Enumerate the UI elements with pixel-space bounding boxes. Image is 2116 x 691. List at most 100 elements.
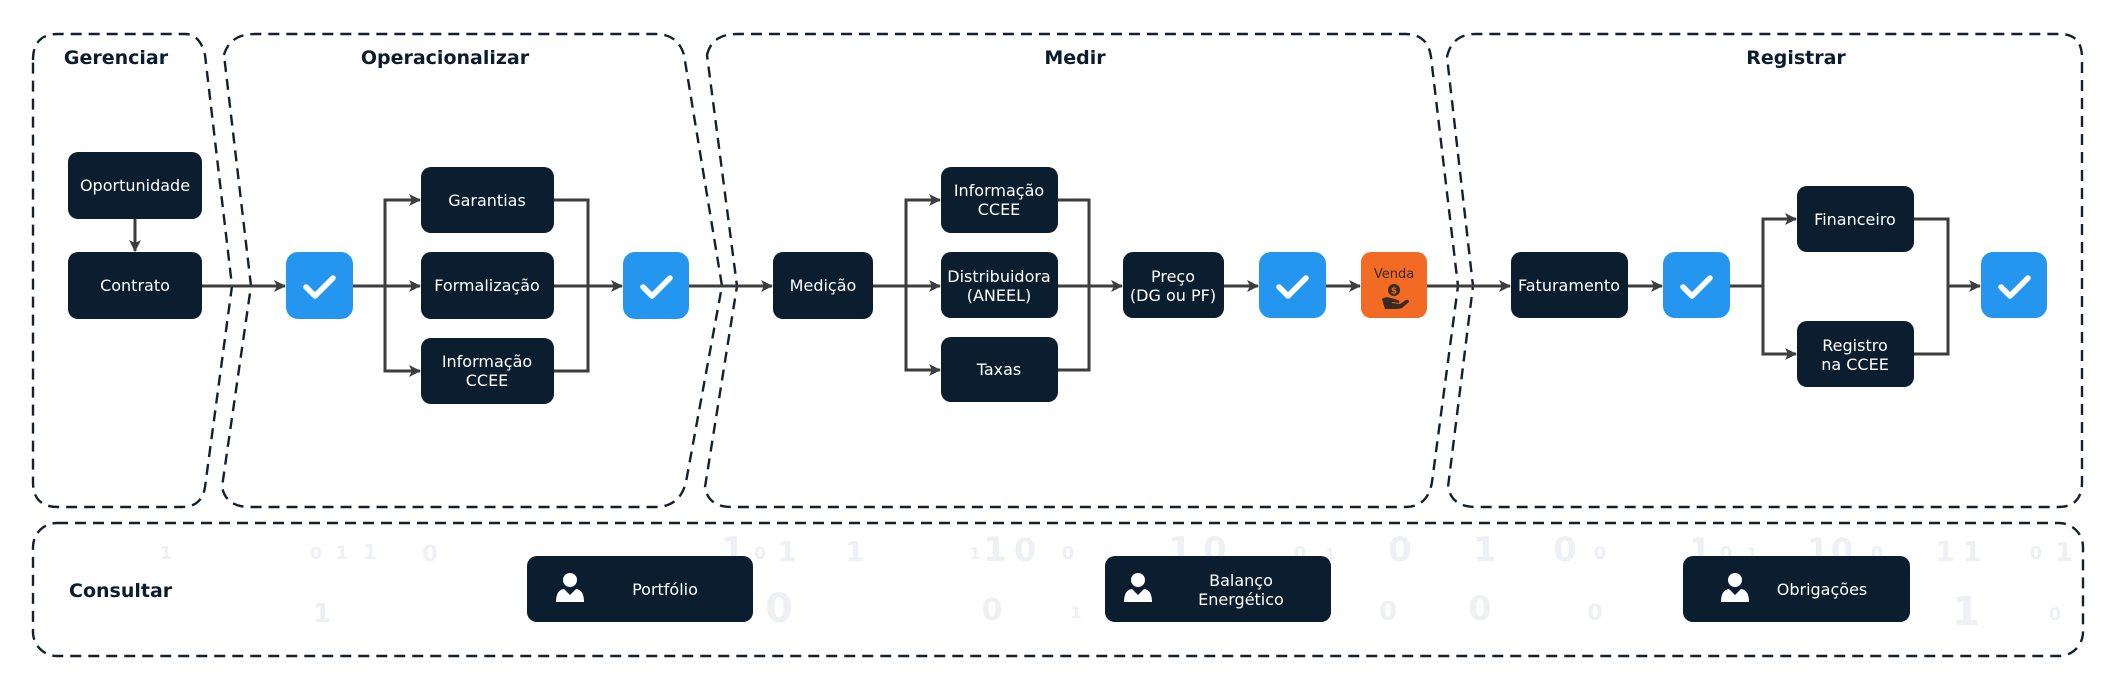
panel-title-gerenciar: Gerenciar	[64, 47, 169, 69]
node-preco[interactable]: Preço (DG ou PF)	[1123, 252, 1224, 318]
checkpoint-4[interactable]	[1663, 252, 1730, 318]
watermark-digit: 1	[777, 535, 796, 568]
checkpoint-5[interactable]	[1981, 252, 2047, 318]
button-label-line-2: Energético	[1198, 590, 1284, 609]
person-icon	[1124, 573, 1152, 602]
watermark-digit: 1	[1935, 535, 1954, 568]
panel-title-registrar: Registrar	[1746, 47, 1846, 69]
watermark-digit: 0	[1468, 589, 1492, 629]
watermark-digit: 0	[1379, 597, 1397, 627]
button-label: Obrigações	[1777, 580, 1868, 599]
node-distribuidora[interactable]: Distribuidora (ANEEL)	[941, 252, 1058, 318]
panel-medir-border	[703, 32, 1460, 509]
panel-consultar-border	[31, 521, 2085, 658]
connector-registrar-merge	[1914, 217, 1950, 356]
watermark-digit: 0	[422, 542, 437, 567]
node-informacao-ccee-1[interactable]: Informação CCEE	[421, 338, 554, 404]
watermark-digit: 1	[1962, 535, 1981, 568]
watermark-digit: 0	[2030, 543, 2043, 564]
connectors	[129, 194, 1981, 377]
watermark-digit: 1	[969, 544, 980, 563]
node-informacao-ccee-2[interactable]: Informação CCEE	[941, 167, 1058, 233]
checkpoint-3[interactable]	[1259, 252, 1326, 318]
connector-branch-registro	[1761, 286, 1797, 360]
watermark-digit: 0	[1553, 530, 1577, 570]
watermark-digit: 1	[1473, 530, 1497, 570]
consult-button-balanco-energetico[interactable]: Balanço Energético	[1105, 556, 1331, 622]
node-label-line-1: Informação	[442, 352, 532, 371]
check-icon	[1998, 275, 2031, 299]
watermark-digit: 1	[1325, 547, 1335, 563]
connector-branch-info-ccee	[383, 286, 421, 377]
checkpoint-1[interactable]	[286, 252, 353, 319]
checkpoint-2[interactable]	[623, 252, 689, 319]
watermark-digit: 0	[1014, 531, 1036, 569]
watermark-digit: 1	[160, 543, 173, 564]
watermark-digit: 0	[754, 544, 766, 564]
node-garantias[interactable]: Garantias	[421, 167, 554, 233]
check-icon	[303, 275, 336, 299]
watermark-digit: 0	[1062, 543, 1075, 564]
connector-branch-taxas	[904, 286, 941, 376]
panel-title-consultar: Consultar	[69, 580, 173, 602]
watermark-digit: 0	[765, 586, 793, 632]
node-contrato[interactable]: Contrato	[68, 252, 202, 319]
node-medicao[interactable]: Medição	[773, 252, 873, 319]
watermark-digit: 1	[1746, 544, 1757, 563]
watermark-digit: 1	[1952, 589, 1980, 635]
consult-button-obrigacoes[interactable]: Obrigações	[1683, 556, 1910, 622]
node-label: Taxas	[976, 360, 1022, 379]
node-formalizacao[interactable]: Formalização	[421, 252, 554, 319]
panel-operacionalizar-border	[220, 32, 724, 509]
node-financeiro[interactable]: Financeiro	[1797, 186, 1914, 252]
watermark-digit: 0	[1594, 543, 1607, 564]
check-icon	[1680, 275, 1713, 299]
node-label: Oportunidade	[80, 176, 190, 195]
node-label-line-1: Preço	[1151, 267, 1195, 286]
node-label: Medição	[790, 276, 857, 295]
person-icon	[1721, 573, 1749, 602]
watermark-digit: 0	[982, 593, 1003, 628]
node-label-line-1: Distribuidora	[947, 267, 1050, 286]
watermark-digit: 0	[1388, 530, 1412, 570]
connector-branch-garantias	[383, 194, 421, 286]
svg-text:$: $	[1391, 287, 1397, 297]
hand-coin-icon: $	[1382, 284, 1409, 309]
node-label: Venda	[1374, 267, 1414, 282]
node-taxas[interactable]: Taxas	[941, 337, 1058, 402]
watermark-digit: 1	[1070, 603, 1081, 622]
node-oportunidade[interactable]: Oportunidade	[68, 152, 202, 219]
panel-title-operacionalizar: Operacionalizar	[361, 47, 530, 69]
node-label: Formalização	[434, 276, 540, 295]
watermark-digit: 1	[363, 540, 377, 564]
node-label: Faturamento	[1518, 276, 1620, 295]
connector-branch-financeiro	[1761, 213, 1797, 286]
check-icon	[1276, 275, 1309, 299]
watermark-digit: 1	[313, 599, 331, 629]
node-label-line-2: (ANEEL)	[967, 286, 1032, 305]
check-icon	[640, 275, 673, 299]
panel-registrar-border	[1445, 32, 2084, 509]
node-label-line-2: na CCEE	[1821, 355, 1889, 374]
connector-branch-info-ccee-2	[904, 194, 941, 286]
node-label-line-1: Registro	[1822, 336, 1887, 355]
node-label-line-1: Informação	[954, 181, 1044, 200]
node-registro-ccee[interactable]: Registro na CCEE	[1797, 321, 1914, 387]
watermark-digit: 1	[845, 535, 864, 568]
watermark-digit: 1	[983, 530, 1007, 570]
node-label-line-2: CCEE	[978, 200, 1021, 219]
node-faturamento[interactable]: Faturamento	[1511, 252, 1628, 318]
panel-title-medir: Medir	[1044, 47, 1106, 69]
node-venda[interactable]: Venda $	[1361, 252, 1427, 318]
person-icon	[556, 573, 584, 602]
consult-button-portfolio[interactable]: Portfólio	[527, 556, 753, 622]
node-label: Contrato	[100, 276, 170, 295]
button-label: Portfólio	[632, 580, 698, 599]
watermark-digit: 0	[310, 544, 322, 564]
node-label: Financeiro	[1814, 210, 1896, 229]
watermark-digit: 1	[335, 542, 348, 564]
watermark-digit: 0	[2049, 604, 2062, 625]
watermark-digit: 1	[2055, 538, 2073, 568]
button-label-line-1: Balanço	[1209, 571, 1273, 590]
